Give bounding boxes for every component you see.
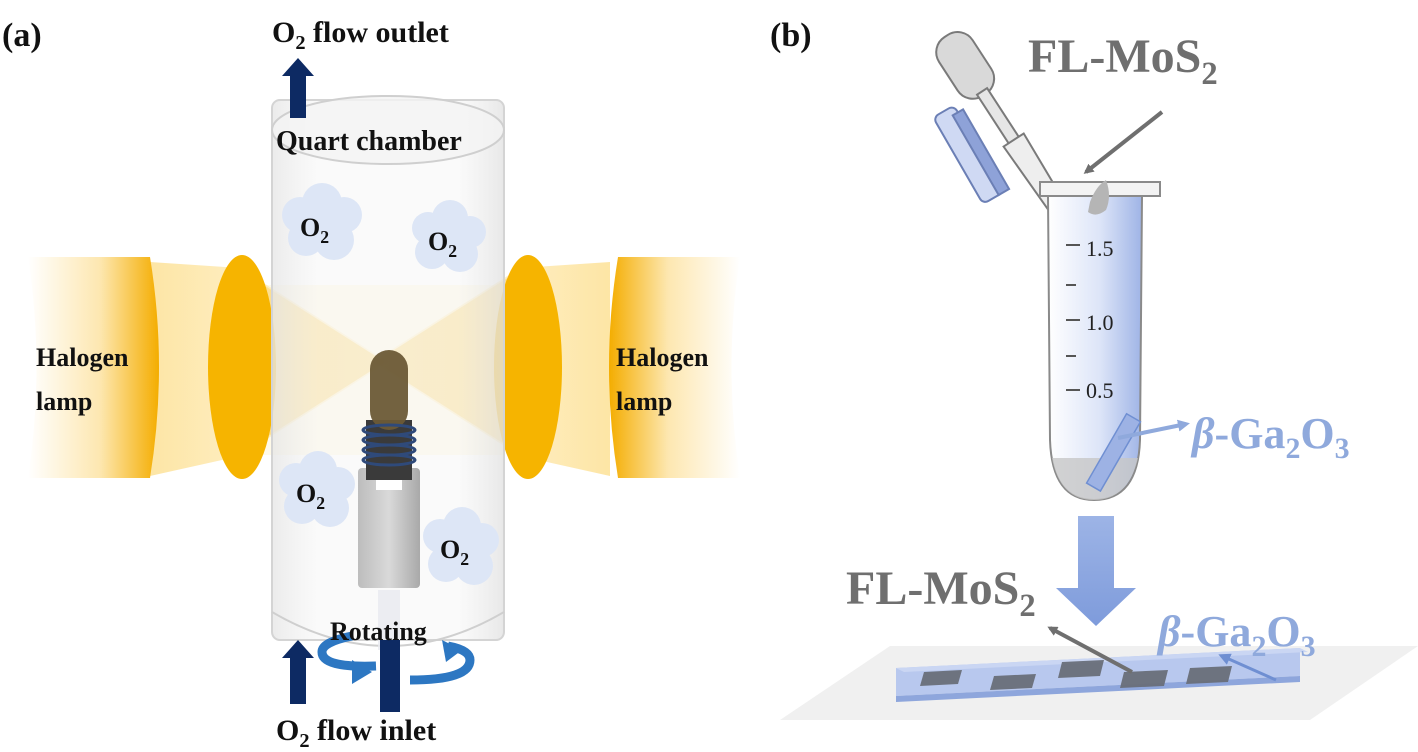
substrate — [780, 646, 1418, 720]
svg-text:O2: O2 — [428, 227, 457, 261]
svg-text:O2: O2 — [300, 213, 329, 247]
right-lamp-label-line1: Halogen — [616, 343, 709, 372]
o2-cloud-1: O2 — [282, 183, 362, 260]
substrate-mos2-label: FL-MoS2 — [846, 562, 1036, 624]
right-lens — [494, 255, 562, 479]
tube-scale-1-5: 1.5 — [1086, 236, 1114, 261]
svg-text:O2: O2 — [440, 535, 469, 569]
panel-b: (b) — [770, 17, 1418, 720]
o2-cloud-4: O2 — [423, 507, 499, 585]
left-lens — [208, 255, 276, 479]
ga2o3-sample-in-tube — [1085, 412, 1142, 493]
tube-scale-0-5: 0.5 — [1086, 378, 1114, 403]
panel-a-label: (a) — [2, 17, 42, 54]
mos2-flakes — [920, 660, 1232, 690]
tube-ga2o3-label: β-Ga2O3 — [1190, 409, 1350, 465]
left-halogen-lamp — [28, 257, 159, 478]
tube-scale-1-0: 1.0 — [1086, 310, 1114, 335]
o2-flow-outlet-label: O2 flow outlet — [272, 16, 449, 54]
tube-sample-pointer-arrow — [1117, 419, 1190, 440]
panel-a: (a) — [2, 16, 740, 752]
panel-b-label: (b) — [770, 17, 812, 54]
substrate-ga2o3-label: β-Ga2O3 — [1156, 607, 1316, 663]
pipette-mos2-label: FL-MoS2 — [1028, 30, 1218, 92]
rotating-label: Rotating — [330, 617, 427, 646]
left-lamp-label-line2: lamp — [36, 387, 92, 416]
substrate-mos2-pointer-arrow — [1047, 626, 1133, 674]
rotation-arrows — [317, 631, 475, 685]
sample-holder — [358, 350, 420, 650]
microcentrifuge-tube: 1.5 1.0 0.5 — [1039, 180, 1161, 502]
rotation-shaft — [380, 640, 400, 712]
pipette-pointer-arrow — [1083, 110, 1164, 174]
process-down-arrow — [1056, 516, 1136, 626]
outlet-arrow — [282, 58, 314, 118]
left-lamp-label-line1: Halogen — [36, 343, 129, 372]
o2-flow-inlet-label: O2 flow inlet — [276, 714, 436, 752]
svg-text:O2: O2 — [296, 479, 325, 513]
inlet-arrow — [282, 640, 314, 704]
sample-rod — [370, 350, 408, 430]
tube-lid — [934, 106, 1011, 203]
substrate-ga2o3-pointer-arrow — [1218, 653, 1277, 682]
quart-chamber-label: Quart chamber — [276, 126, 462, 157]
right-halogen-lamp — [609, 257, 740, 478]
right-lamp-label-line2: lamp — [616, 387, 672, 416]
o2-cloud-2: O2 — [412, 200, 486, 272]
o2-cloud-3: O2 — [279, 451, 355, 527]
